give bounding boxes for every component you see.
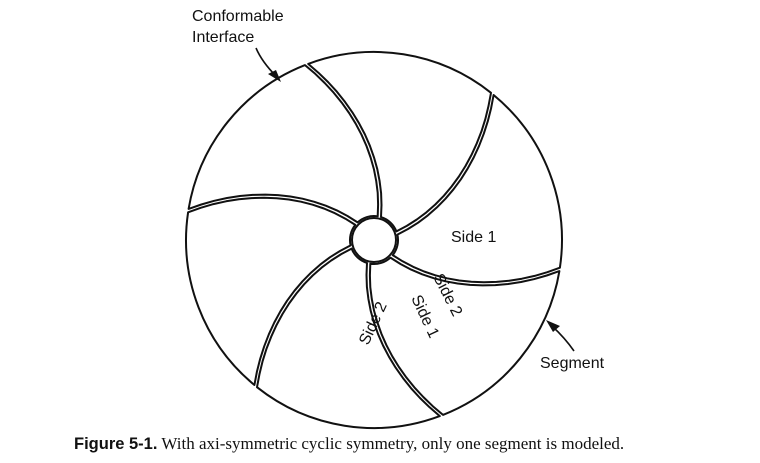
figure-caption: Figure 5-1. With axi-symmetric cyclic sy… <box>74 434 754 454</box>
segment-5 <box>187 64 380 224</box>
segment-1 <box>391 94 563 284</box>
segment-4 <box>185 196 357 386</box>
interface-arrow-head <box>268 70 281 82</box>
segment-arrow-head <box>546 320 560 332</box>
side1-top-label: Side 1 <box>451 229 496 246</box>
segment-label: Segment <box>540 355 605 372</box>
segment-3 <box>256 247 441 430</box>
conformable-interface-label-line2: Interface <box>192 29 254 46</box>
segments-group <box>185 50 563 430</box>
figure-number: Figure 5-1. <box>74 435 158 453</box>
segment-2 <box>368 256 561 416</box>
segment-6 <box>307 50 492 233</box>
conformable-interface-label-line1: Conformable <box>192 8 284 25</box>
caption-text: With axi-symmetric cyclic symmetry, only… <box>161 434 625 453</box>
central-hub <box>351 217 397 263</box>
